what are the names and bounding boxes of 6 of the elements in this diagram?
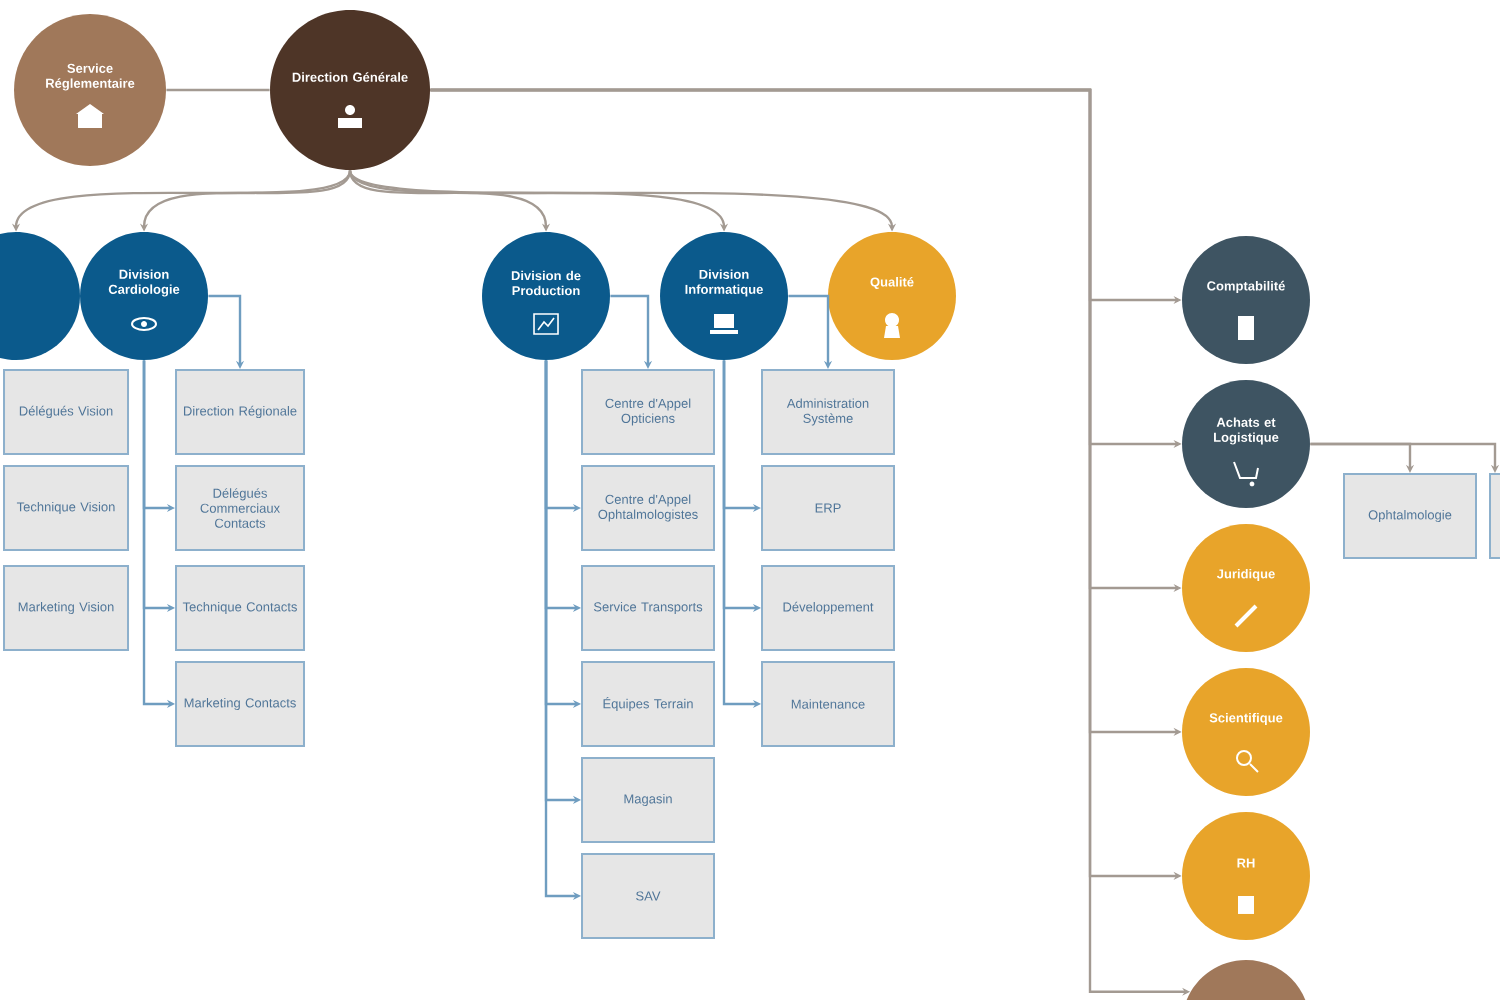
connector — [208, 294, 245, 369]
org-box — [1489, 473, 1500, 559]
connector — [1310, 442, 1500, 473]
connector — [788, 294, 833, 369]
connector — [166, 88, 270, 92]
connector — [610, 294, 653, 369]
